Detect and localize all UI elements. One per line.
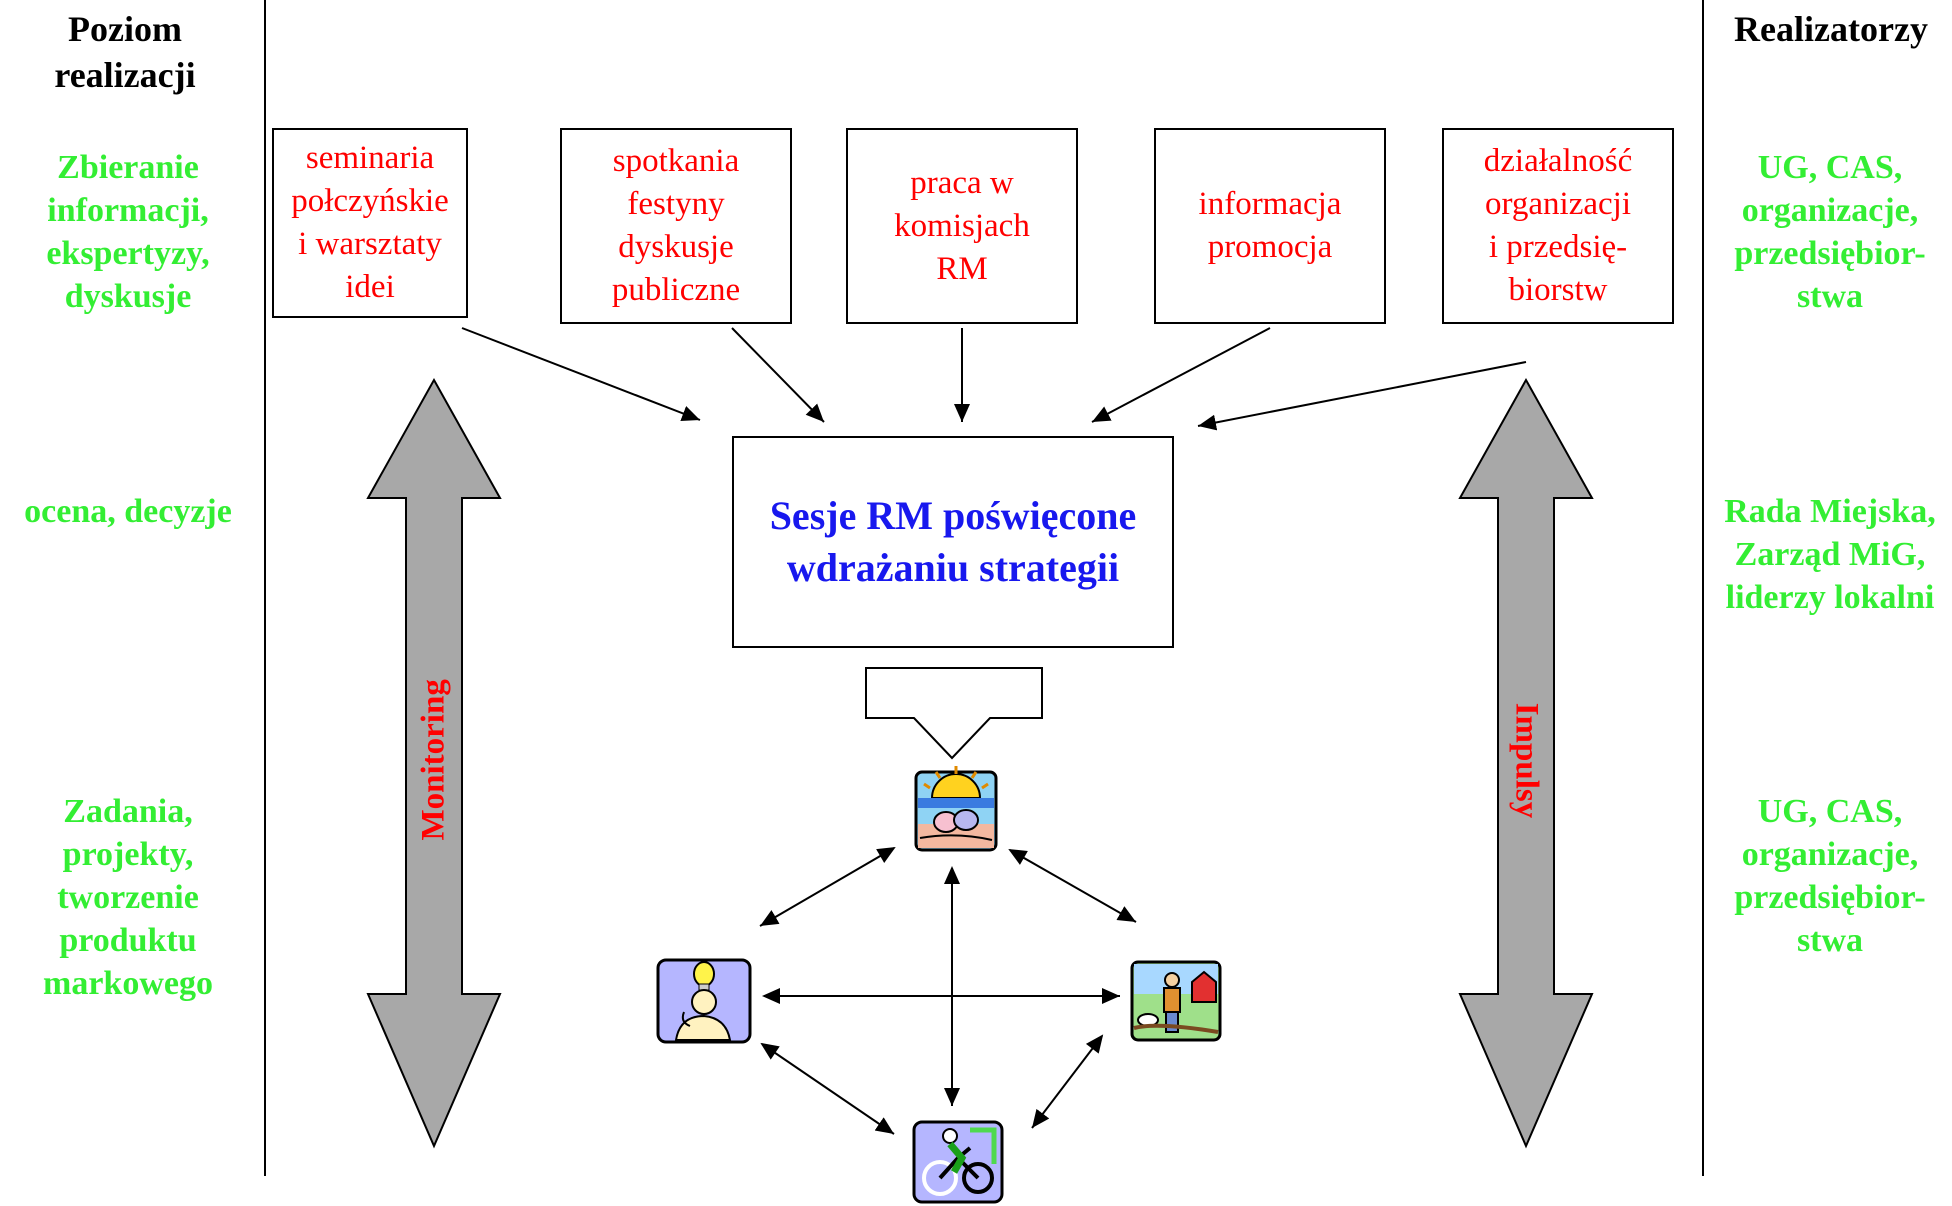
arrow-promotion-to-center <box>1091 327 1271 423</box>
input-box-organizations-text: działalność organizacji i przedsię- bior… <box>1483 143 1633 308</box>
input-box-organizations: działalność organizacji i przedsię- bior… <box>1442 128 1674 324</box>
monitoring-label: Monitoring <box>415 679 452 841</box>
input-box-promotion-text: informacja promocja <box>1198 186 1342 265</box>
level-label-tasks: Zadania, projekty, tworzenie produktu ma… <box>43 793 213 1002</box>
arrow-top-left <box>759 846 896 927</box>
lightbulb-thinker-icon <box>656 958 752 1044</box>
right-column-header: Realizatorzy <box>1734 9 1928 49</box>
cyclist-icon <box>912 1120 1004 1204</box>
input-box-commissions: praca w komisjach RM <box>846 128 1078 324</box>
implementers-gathering: UG, CAS, organizacje, przedsiębior- stwa <box>1734 149 1926 315</box>
farmer-barn-icon <box>1130 960 1222 1042</box>
arrow-bottom-left <box>760 1042 895 1135</box>
input-box-meetings-text: spotkania festyny dyskusje publiczne <box>611 143 741 308</box>
input-box-promotion: informacja promocja <box>1154 128 1386 324</box>
input-box-seminars-text: seminaria połczyńskie i warsztaty idei <box>291 140 449 305</box>
implementers-decisions: Rada Miejska, Zarząd MiG, liderzy lokaln… <box>1724 493 1936 616</box>
hollow-down-arrow <box>865 667 1043 760</box>
right-divider <box>1702 0 1704 1176</box>
arrow-seminars-to-center <box>461 327 701 421</box>
monitoring-double-arrow <box>366 377 502 1149</box>
arrow-meetings-to-center <box>731 327 825 423</box>
implementers-tasks: UG, CAS, organizacje, przedsiębior- stwa <box>1734 793 1926 959</box>
sunset-couple-icon <box>914 766 998 852</box>
impulses-double-arrow <box>1458 377 1594 1149</box>
left-column-header: Poziom realizacji <box>54 9 196 95</box>
arrow-organizations-to-center <box>1197 361 1527 431</box>
level-label-gathering: Zbieranie informacji, ekspertyzy, dyskus… <box>46 149 210 315</box>
center-box-text: Sesje RM poświęcone wdrażaniu strategii <box>769 493 1137 590</box>
input-box-seminars: seminaria połczyńskie i warsztaty idei <box>272 128 468 318</box>
level-label-decisions: ocena, decyzje <box>24 493 232 530</box>
input-box-meetings: spotkania festyny dyskusje publiczne <box>560 128 792 324</box>
impulses-label: Impulsy <box>1508 702 1545 819</box>
input-box-commissions-text: praca w komisjach RM <box>894 164 1030 287</box>
left-divider <box>264 0 266 1176</box>
arrow-top-right <box>1008 849 1137 923</box>
arrow-bottom-right <box>1031 1034 1104 1129</box>
center-box-council-sessions: Sesje RM poświęcone wdrażaniu strategii <box>732 436 1174 648</box>
